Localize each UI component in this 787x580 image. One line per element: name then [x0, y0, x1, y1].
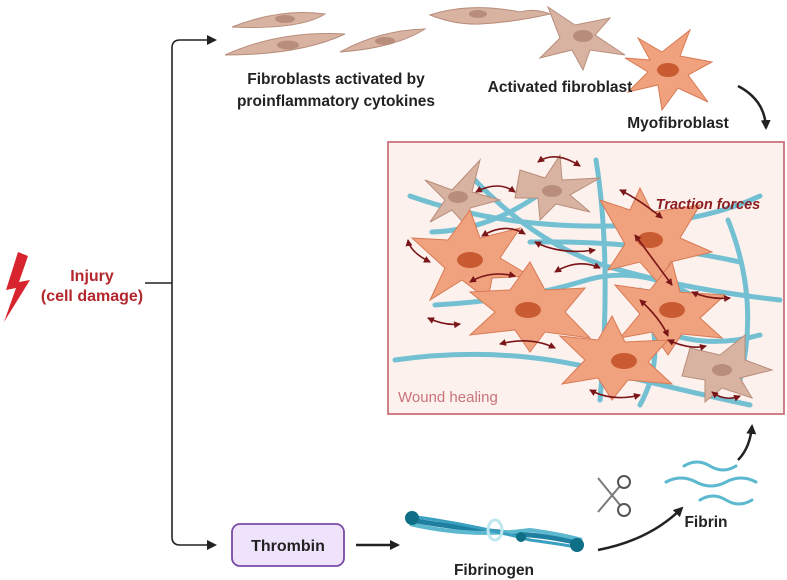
fibroblast-cell — [231, 12, 327, 28]
scissors-icon — [597, 475, 631, 517]
myofibroblast-cell — [424, 158, 502, 230]
traction-forces-label: Traction forces — [656, 197, 761, 213]
fibrinogen-label: Fibrinogen — [454, 562, 534, 579]
fibrinogen-to-fibrin-arrow — [597, 506, 684, 552]
myofibroblast-cell — [681, 333, 774, 404]
fibrin-label: Fibrin — [684, 514, 727, 531]
activated-fibroblast-cell — [538, 5, 626, 72]
fibroblasts-activated-label-line2: proinflammatory cytokines — [237, 93, 435, 110]
fibroblast-cell — [339, 28, 427, 53]
thrombin-box: Thrombin — [231, 523, 345, 567]
injury-label-line2: (cell damage) — [41, 288, 143, 305]
branch-connector — [145, 35, 217, 550]
to-wound-arrow — [737, 84, 771, 130]
fibroblast-cell — [428, 7, 552, 25]
wound-healing-panel: Traction forces Wound healing — [387, 141, 785, 415]
myofibroblast-cell — [558, 314, 674, 401]
fibrinogen-molecule — [405, 511, 584, 552]
wound-healing-label: Wound healing — [398, 389, 498, 406]
fibrin-to-wound-arrow — [737, 424, 757, 461]
myofibroblast-label: Myofibroblast — [627, 115, 729, 132]
activated-fibroblast-label: Activated fibroblast — [488, 79, 633, 96]
fibroblasts-activated-label-line1: Fibroblasts activated by — [247, 71, 425, 88]
injury-label-line1: Injury — [70, 268, 114, 285]
fibrin-strands — [664, 460, 758, 506]
traction-force-arrows — [405, 155, 741, 402]
lightning-bolt-icon — [4, 252, 30, 322]
fibroblast-cell — [224, 32, 346, 56]
thrombin-label: Thrombin — [251, 538, 325, 555]
myofibroblast-cell — [468, 261, 592, 353]
myofibroblast-cell — [624, 28, 714, 112]
